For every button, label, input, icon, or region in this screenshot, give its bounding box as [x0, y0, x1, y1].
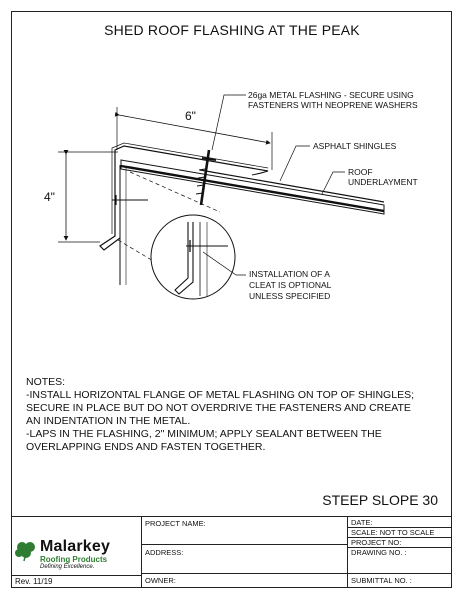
- logo-tagline: Defining Excellence.: [40, 564, 95, 570]
- cleat-detail-circle: [150, 214, 236, 300]
- sheet-id: STEEP SLOPE 30: [322, 492, 438, 508]
- title-block-divider: [141, 544, 347, 545]
- title-block-divider: [141, 573, 347, 574]
- title-block-divider: [347, 547, 452, 548]
- clover-icon: [15, 542, 35, 562]
- owner-field: OWNER:: [145, 576, 176, 585]
- drawing-no-field: DRAWING NO. :: [351, 548, 407, 557]
- project-name-field: PROJECT NAME:: [145, 519, 206, 528]
- notes-line: OVERLAPPING ENDS AND FASTEN TOGETHER.: [26, 441, 266, 453]
- title-block-divider: [141, 517, 142, 588]
- vertical-dimension-label: 4": [44, 190, 55, 204]
- revision-label: Rev. 11/19: [15, 577, 53, 586]
- project-no-field: PROJECT NO:: [351, 538, 402, 547]
- drawing-title: SHED ROOF FLASHING AT THE PEAK: [104, 22, 360, 38]
- logo-subtitle: Roofing Products: [40, 555, 108, 564]
- fastener-screw: [195, 149, 217, 206]
- title-block-divider: [11, 575, 141, 576]
- metal-flashing-label-line1: 26ga METAL FLASHING - SECURE USING: [248, 90, 414, 100]
- roof-assembly: [119, 159, 385, 285]
- notes-section: NOTES: -INSTALL HORIZONTAL FLANGE OF MET…: [26, 376, 446, 454]
- roof-underlayment-label-line1: ROOF: [348, 167, 373, 177]
- malarkey-logo: Malarkey Roofing Products Defining Excel…: [14, 538, 130, 572]
- detail-callout-leaders: [117, 171, 221, 266]
- label-leaders: [202, 94, 345, 276]
- horizontal-dimension-label: 6": [185, 109, 196, 123]
- submittal-no-field: SUBMITTAL NO. :: [351, 576, 412, 585]
- scale-field: SCALE: NOT TO SCALE: [351, 528, 435, 537]
- notes-line: SECURE IN PLACE BUT DO NOT OVERDRIVE THE…: [26, 402, 411, 414]
- cleat-nail: [112, 195, 148, 205]
- title-block-divider: [347, 573, 452, 574]
- cleat-label-line1: INSTALLATION OF A: [249, 269, 330, 279]
- date-field: DATE:: [351, 518, 373, 527]
- title-block-divider: [347, 527, 452, 528]
- horizontal-dimension: 6": [114, 107, 273, 170]
- notes-line: -INSTALL HORIZONTAL FLANGE OF METAL FLAS…: [26, 389, 414, 401]
- asphalt-shingles-label: ASPHALT SHINGLES: [313, 141, 397, 151]
- address-field: ADDRESS:: [145, 548, 184, 557]
- cleat-label-line3: UNLESS SPECIFIED: [249, 291, 330, 301]
- drawing-sheet-border: [11, 11, 452, 588]
- title-block-divider: [347, 537, 452, 538]
- logo-name: Malarkey: [40, 538, 111, 555]
- roof-underlayment-label-line2: UNDERLAYMENT: [348, 177, 418, 187]
- title-block: PROJECT NAME: ADDRESS: OWNER: DATE: SCAL…: [11, 516, 452, 588]
- cleat-label-line2: CLEAT IS OPTIONAL: [249, 280, 332, 290]
- callout-labels: 26ga METAL FLASHING - SECURE USING FASTE…: [248, 90, 418, 301]
- notes-line: AN INDENTATION IN THE METAL.: [26, 415, 191, 427]
- vertical-dimension: 4": [44, 150, 118, 243]
- notes-line: -LAPS IN THE FLASHING, 2" MINIMUM; APPLY…: [26, 428, 382, 440]
- metal-flashing-label-line2: FASTENERS WITH NEOPRENE WASHERS: [248, 100, 418, 110]
- title-block-divider: [347, 517, 348, 588]
- metal-flashing: [99, 142, 269, 251]
- notes-heading: NOTES:: [26, 376, 66, 388]
